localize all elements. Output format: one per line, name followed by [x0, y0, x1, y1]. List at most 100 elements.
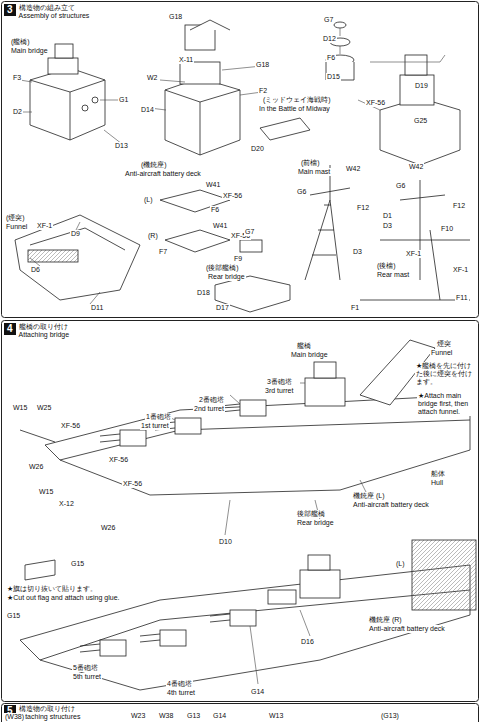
part-number: X-12: [58, 500, 75, 508]
part-number: W26: [28, 463, 44, 471]
callout-label: Rear bridge: [207, 273, 246, 281]
callout-label: (後部艦橋): [205, 264, 240, 272]
callout-label: 3番砲塔: [266, 378, 293, 386]
part-number: D11: [90, 304, 104, 312]
part-number: XF-56: [222, 192, 243, 200]
part-number: W15: [12, 404, 28, 412]
part-number: W38: [158, 712, 174, 720]
part-number: D17: [215, 304, 230, 312]
part-number: W23: [130, 712, 146, 720]
part-number: XF-1: [452, 266, 469, 274]
part-number: F12: [452, 202, 466, 210]
callout-label: (L): [143, 196, 154, 204]
part-number: F12: [356, 204, 370, 212]
callout-label: 4th turret: [166, 689, 196, 697]
part-number: XF-56: [60, 422, 81, 430]
part-number: F7: [158, 248, 168, 256]
callout-label: ★Attach main bridge first, then attach f…: [417, 392, 477, 416]
part-number: D19: [414, 82, 429, 90]
part-number: G1: [118, 96, 129, 104]
part-number: D15: [326, 73, 341, 81]
callout-label: 後部艦橋: [296, 510, 326, 518]
callout-label: ★旗は切り抜いて貼ります。: [6, 585, 98, 593]
part-number: D12: [322, 35, 337, 43]
callout-label: 船体: [430, 470, 446, 478]
part-number: F6: [210, 206, 220, 214]
callout-label: Rear mast: [376, 271, 410, 279]
callout-label: Hull: [430, 479, 444, 487]
part-number: XF-56: [122, 480, 143, 488]
part-number: G18: [168, 13, 183, 21]
part-number: W42: [408, 163, 424, 171]
callout-label: (L): [395, 560, 406, 568]
callout-label: 2nd turret: [193, 405, 225, 413]
callout-label: Main mast: [297, 168, 331, 176]
part-number: D3: [352, 248, 363, 256]
part-number: X-11: [178, 56, 194, 64]
part-number: W41: [212, 222, 228, 230]
part-number: D6: [30, 266, 41, 274]
part-number: D1: [382, 212, 393, 220]
part-number: F11: [455, 294, 469, 302]
callout-label: 艦橋: [296, 342, 312, 350]
part-number: W25: [36, 404, 52, 412]
callout-label: 4番砲塔: [166, 680, 193, 688]
callout-label: (前檣): [300, 159, 321, 167]
part-number: XF-1: [36, 222, 53, 230]
part-number: D14: [140, 106, 155, 114]
callout-label: Anti-aircraft battery deck: [352, 501, 430, 509]
part-number: F2: [258, 87, 268, 95]
callout-label: (ミッドウェイ海戦時): [262, 96, 332, 104]
part-number: G7: [323, 16, 334, 24]
part-number: F3: [12, 74, 22, 82]
part-number: F9: [233, 255, 243, 263]
callout-label: ★艦橋を先に付けた後に煙突を付けます。: [415, 362, 477, 386]
callout-label: (後檣): [376, 262, 397, 270]
part-number: XF-56: [108, 456, 129, 464]
callout-label: (R): [147, 232, 159, 240]
part-number: W41: [205, 181, 221, 189]
part-number: G18: [255, 61, 270, 69]
part-number: W42: [345, 165, 361, 173]
step-title: 構造物の組み立て: [19, 4, 90, 12]
part-number: D18: [196, 289, 211, 297]
callout-label: Funnel: [5, 223, 28, 231]
part-number: D20: [250, 145, 265, 153]
step-number: 3: [4, 4, 16, 16]
part-number: F1: [350, 304, 360, 312]
step-title: Assembly of structures: [19, 12, 90, 20]
callout-label: Anti-aircraft battery deck: [368, 625, 446, 633]
callout-label: (機銃座): [140, 161, 168, 169]
part-number: G14: [250, 688, 265, 696]
step-title: 構造物の取り付け: [19, 705, 81, 713]
callout-label: (艦橋): [10, 38, 31, 46]
callout-label: Main bridge: [290, 351, 329, 359]
part-number: D2: [12, 108, 23, 116]
callout-label: In the Battle of Midway: [258, 105, 331, 113]
part-number: D3: [382, 222, 393, 230]
part-number: XF-1: [405, 250, 422, 258]
part-number: W15: [38, 488, 54, 496]
callout-label: 1st turret: [140, 422, 170, 430]
callout-label: 2番砲塔: [198, 396, 225, 404]
callout-label: Anti-aircraft battery deck: [124, 170, 202, 178]
part-number: W26: [100, 524, 116, 532]
callout-label: 機銃座 (R): [368, 616, 403, 624]
callout-label: (煙突): [5, 214, 26, 222]
callout-label: 5th turret: [72, 673, 102, 681]
callout-label: Main bridge: [10, 47, 49, 55]
part-number: G14: [212, 712, 227, 720]
part-number: XF-56: [365, 99, 386, 107]
part-number: D10: [218, 538, 233, 546]
part-number: D9: [70, 230, 81, 238]
part-number: W2: [146, 74, 159, 82]
step-number: 4: [4, 323, 16, 335]
callout-label: 5番砲塔: [72, 664, 99, 672]
part-number: G6: [395, 182, 406, 190]
step-heading: 3構造物の組み立てAssembly of structures: [4, 4, 89, 20]
callout-label: ★Cut out flag and attach using glue.: [6, 594, 121, 602]
callout-label: 3rd turret: [264, 387, 294, 395]
callout-label: 煙突: [436, 340, 452, 348]
part-number: (G13): [380, 712, 400, 720]
